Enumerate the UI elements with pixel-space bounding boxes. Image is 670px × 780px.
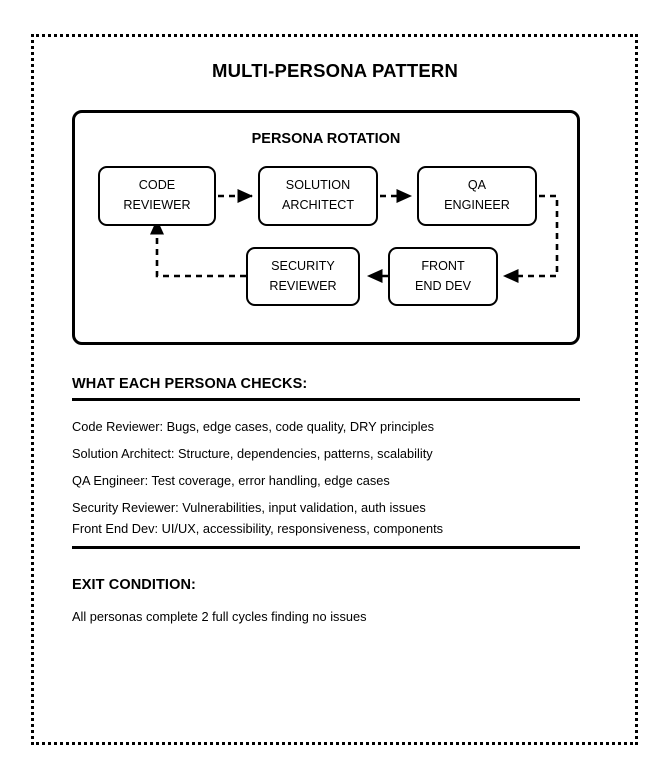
exit-section-heading: EXIT CONDITION:: [72, 577, 196, 593]
persona-node-solution-architect[interactable]: SOLUTION ARCHITECT: [258, 166, 378, 226]
persona-node-line-1: QA: [467, 178, 487, 193]
persona-rotation-title: PERSONA ROTATION: [251, 131, 401, 147]
persona-node-line-2: REVIEWER: [123, 198, 191, 212]
exit-divider: [72, 546, 580, 549]
persona-node-line-2: ARCHITECT: [281, 198, 355, 212]
persona-rotation-flow-arrows: [149, 188, 559, 284]
persona-check-line: QA Engineer: Test coverage, error handli…: [72, 473, 390, 488]
page-title: MULTI-PERSONA PATTERN: [211, 60, 459, 81]
checks-section-heading: WHAT EACH PERSONA CHECKS:: [72, 376, 308, 392]
persona-check-line: Solution Architect: Structure, dependenc…: [72, 446, 433, 461]
persona-check-line: Security Reviewer: Vulnerabilities, inpu…: [72, 500, 426, 515]
persona-node-line-1: CODE: [138, 178, 176, 193]
exit-condition-text: All personas complete 2 full cycles find…: [72, 609, 367, 624]
persona-node-code-reviewer[interactable]: CODE REVIEWER: [98, 166, 216, 226]
diagram-outer-border: [31, 34, 638, 745]
persona-node-line-1: FRONT: [421, 258, 465, 273]
persona-node-line-1: SOLUTION: [285, 178, 351, 193]
persona-node-front-end-dev[interactable]: FRONT END DEV: [388, 247, 498, 306]
persona-node-line-2: END DEV: [415, 278, 471, 293]
arrow-qa-engineer-to-front-end-dev: [502, 194, 559, 284]
persona-node-qa-engineer[interactable]: QA ENGINEER: [417, 166, 537, 226]
persona-check-line: Code Reviewer: Bugs, edge cases, code qu…: [72, 419, 435, 434]
persona-node-line-2: REVIEWER: [269, 278, 337, 293]
persona-check-line: Front End Dev: UI/UX, accessibility, res…: [72, 521, 444, 536]
persona-node-line-1: SECURITY: [271, 258, 335, 273]
checks-divider: [72, 398, 580, 401]
persona-node-line-2: ENGINEER: [444, 198, 510, 212]
arrow-security-reviewer-to-code-reviewer: [149, 218, 246, 278]
persona-node-security-reviewer[interactable]: SECURITY REVIEWER: [246, 247, 360, 306]
